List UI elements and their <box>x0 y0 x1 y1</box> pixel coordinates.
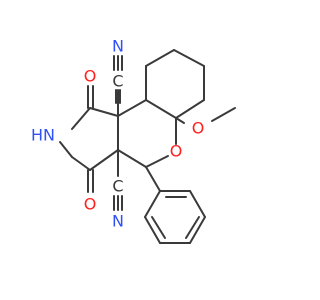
bond <box>59 141 73 158</box>
nitrogen-label-top: N <box>112 37 124 56</box>
bond <box>71 107 91 130</box>
bond <box>117 99 147 117</box>
molecule-diagram: N C O HN O C N O O <box>31 37 236 244</box>
bond <box>71 156 91 171</box>
structure-svg: N C O HN O C N O O <box>31 37 236 244</box>
nitrogen-label-bottom: N <box>112 212 124 231</box>
bonds <box>59 49 236 244</box>
bond <box>173 49 205 67</box>
methoxy-oxygen-label: O <box>192 119 205 138</box>
bond <box>189 190 206 218</box>
bond <box>175 99 205 119</box>
atom-labels: N C O HN O C N O O <box>31 37 204 231</box>
ring-oxygen-label: O <box>170 142 183 161</box>
bond <box>211 107 236 122</box>
carbon-label-top-nitrile: C <box>112 72 123 91</box>
nh-label: HN <box>31 126 55 145</box>
bond <box>145 99 177 119</box>
bond <box>117 149 147 168</box>
carbon-label-bottom-nitrile: C <box>112 177 123 196</box>
bond <box>145 155 169 168</box>
bond <box>189 216 206 244</box>
bond <box>89 107 119 117</box>
bond <box>145 166 161 192</box>
oxygen-label-upper-carbonyl: O <box>84 67 97 86</box>
bond <box>185 216 200 239</box>
bond <box>151 216 166 239</box>
bond <box>145 49 175 67</box>
oxygen-label-lower-carbonyl: O <box>84 195 97 214</box>
bond <box>89 149 119 171</box>
bond <box>144 216 161 244</box>
bond <box>175 117 185 124</box>
bond <box>144 190 161 218</box>
